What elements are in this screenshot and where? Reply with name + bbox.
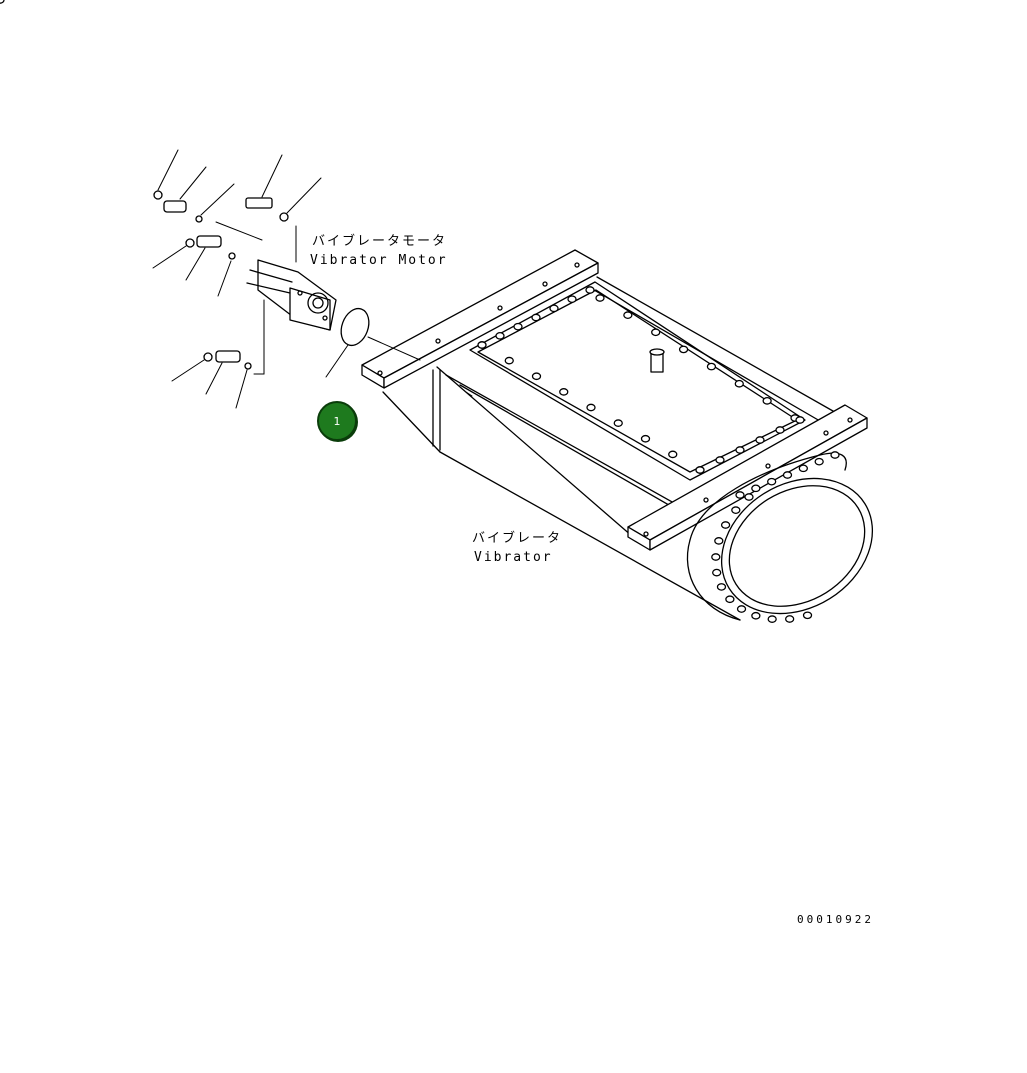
mounting-bolt — [245, 197, 273, 209]
bolt-head — [0, 0, 5, 4]
bolt-head — [735, 491, 745, 499]
drawing-number: 00010922 — [797, 913, 874, 926]
bolt-head — [711, 553, 721, 561]
bolt-head — [531, 313, 541, 322]
bolt-head — [477, 341, 487, 349]
housing-bolts — [0, 0, 840, 623]
adapter-fitting-1 — [163, 200, 187, 213]
bolt-head — [755, 436, 765, 444]
adapter-fitting-2 — [196, 235, 222, 248]
bolt-head — [706, 362, 717, 371]
bolt-head — [735, 446, 745, 454]
bolt-head — [751, 484, 761, 493]
end-cover — [686, 452, 874, 621]
bolt-head — [513, 322, 523, 331]
bolt-head — [785, 615, 795, 623]
bolt-head — [567, 295, 577, 304]
rear-mounting-bar — [627, 404, 868, 551]
bolt-head — [640, 434, 651, 443]
bolt-head — [623, 311, 633, 319]
bolt-head — [504, 356, 514, 365]
adapter-fitting-3 — [215, 350, 241, 363]
leader-lines — [152, 149, 473, 409]
bolt-head — [720, 521, 731, 529]
bolt-head — [495, 331, 505, 340]
bolt-head — [751, 611, 761, 620]
bolt-head — [668, 450, 678, 459]
bolt-head — [613, 419, 623, 427]
bolt-head — [767, 477, 777, 486]
bolt-head — [725, 595, 735, 604]
vibrator-label-jp: バイブレータ — [472, 531, 563, 546]
bolt-head — [549, 304, 559, 313]
bolt-head — [767, 615, 777, 623]
bolt-head — [775, 426, 785, 434]
vibrator-motor-label-en: Vibrator Motor — [310, 253, 448, 268]
bolt-head — [678, 345, 689, 354]
bolt-head — [795, 416, 805, 424]
bolt-head — [586, 403, 596, 412]
bolt-head — [585, 286, 595, 294]
bolt-head — [802, 611, 813, 620]
bolt-head — [734, 379, 744, 388]
bolt-head — [798, 464, 808, 473]
bolt-head — [559, 388, 569, 396]
bolt-head — [715, 456, 725, 464]
front-mounting-bar — [361, 249, 599, 389]
bolt-head — [744, 493, 754, 501]
bolt-head — [731, 506, 741, 514]
vibrator-motor — [246, 259, 337, 331]
bolt-head — [762, 397, 772, 405]
bolt-head — [651, 328, 661, 337]
o-ring — [340, 307, 370, 347]
breather-fitting — [649, 348, 665, 373]
bolt-head — [595, 294, 605, 302]
bolt-head — [712, 568, 722, 577]
bolt-head — [830, 451, 840, 459]
bolt-head — [736, 605, 747, 613]
bolt-head — [714, 537, 724, 545]
bolt-head — [782, 471, 793, 479]
part-callout-1[interactable]: 1 — [317, 401, 357, 441]
fittings — [153, 190, 289, 370]
vibrator-motor-label-jp: バイブレータモータ — [312, 234, 448, 249]
bolt-head — [814, 457, 824, 466]
bolt-head — [531, 372, 542, 381]
bolt-head — [716, 583, 727, 591]
bolt-head — [695, 466, 705, 474]
vibrator-label-en: Vibrator — [474, 550, 553, 565]
